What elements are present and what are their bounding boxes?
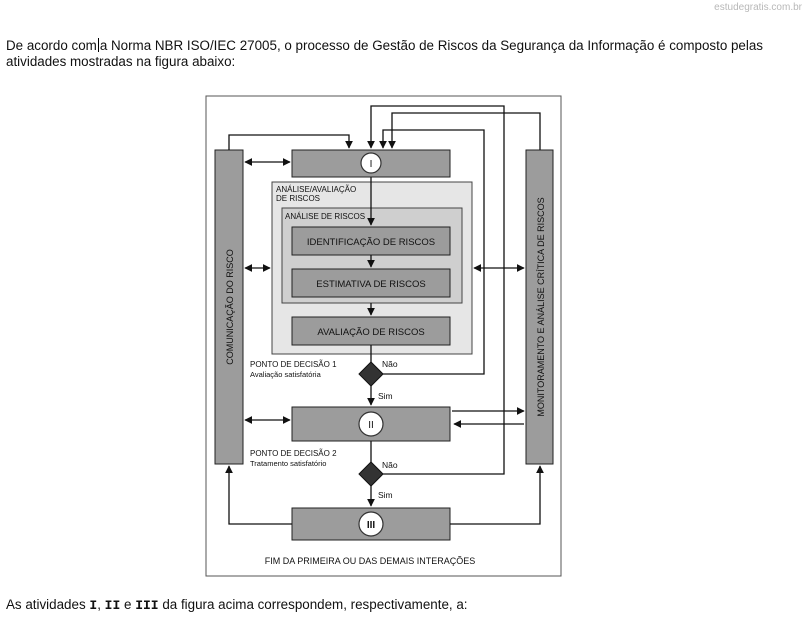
separator-and: e (124, 597, 132, 612)
marker-i-circle (360, 152, 382, 174)
decision-point-2-note: Tratamento satisfatório (250, 459, 326, 468)
no-label-1: Não (382, 359, 398, 369)
site-watermark: estudegratis.com.br (714, 2, 802, 13)
separator-comma: , (97, 597, 101, 612)
question-prompt: As atividades I, II e III da figura acim… (6, 597, 468, 613)
marker-i-label: I (370, 159, 373, 170)
connection-lines (225, 105, 544, 525)
yes-label-2: Sim (378, 490, 393, 500)
marker-ii-circle (358, 411, 384, 437)
assessment-label-line1: ANÁLISE/AVALIAÇÃO (276, 185, 356, 194)
text-cursor (97, 38, 99, 52)
analysis-label: ANÁLISE DE RISCOS (285, 212, 365, 221)
decision-point-1-diamond (358, 361, 384, 387)
yes-label-1: Sim (378, 391, 393, 401)
decision-point-2-title: PONTO DE DECISÃO 2 (250, 449, 337, 458)
marker-iii-circle (358, 511, 384, 537)
prompt-prefix: As atividades (6, 597, 86, 612)
monitoring-bar (525, 149, 554, 465)
estimation-box (291, 268, 451, 298)
intro-text-end: a Norma NBR ISO/IEC 27005, o processo de… (6, 38, 764, 69)
no-label-2: Não (382, 460, 398, 470)
activity-iii-ref: III (135, 598, 159, 613)
identification-label: IDENTIFICAÇÃO DE RISCOS (307, 237, 435, 248)
decision-point-1-title: PONTO DE DECISÃO 1 (250, 360, 337, 369)
decision-point-1-note: Avaliação satisfatória (250, 370, 322, 379)
marker-ii-label: II (368, 420, 374, 431)
diagram-footer: FIM DA PRIMEIRA OU DAS DEMAIS INTERAÇÕES (265, 556, 476, 566)
marker-iii-label: III (367, 520, 376, 531)
estimation-label: ESTIMATIVA DE RISCOS (316, 279, 425, 290)
activity-i-ref: I (89, 598, 98, 613)
evaluation-label: AVALIAÇÃO DE RISCOS (317, 327, 424, 338)
prompt-suffix: da figura acima correspondem, respectiva… (162, 597, 468, 612)
identification-box (291, 226, 451, 256)
communication-bar (214, 149, 244, 465)
activity-ii-ref: II (104, 598, 121, 613)
assessment-label-line2: DE RISCOS (276, 194, 320, 203)
intro-text-start: De acordo com (6, 38, 97, 53)
monitoring-label: MONITORAMENTO E ANÁLISE CRÍTICA DE RISCO… (536, 197, 546, 416)
decision-point-2-diamond (358, 461, 384, 487)
communication-label: COMUNICAÇÃO DO RISCO (225, 249, 235, 365)
